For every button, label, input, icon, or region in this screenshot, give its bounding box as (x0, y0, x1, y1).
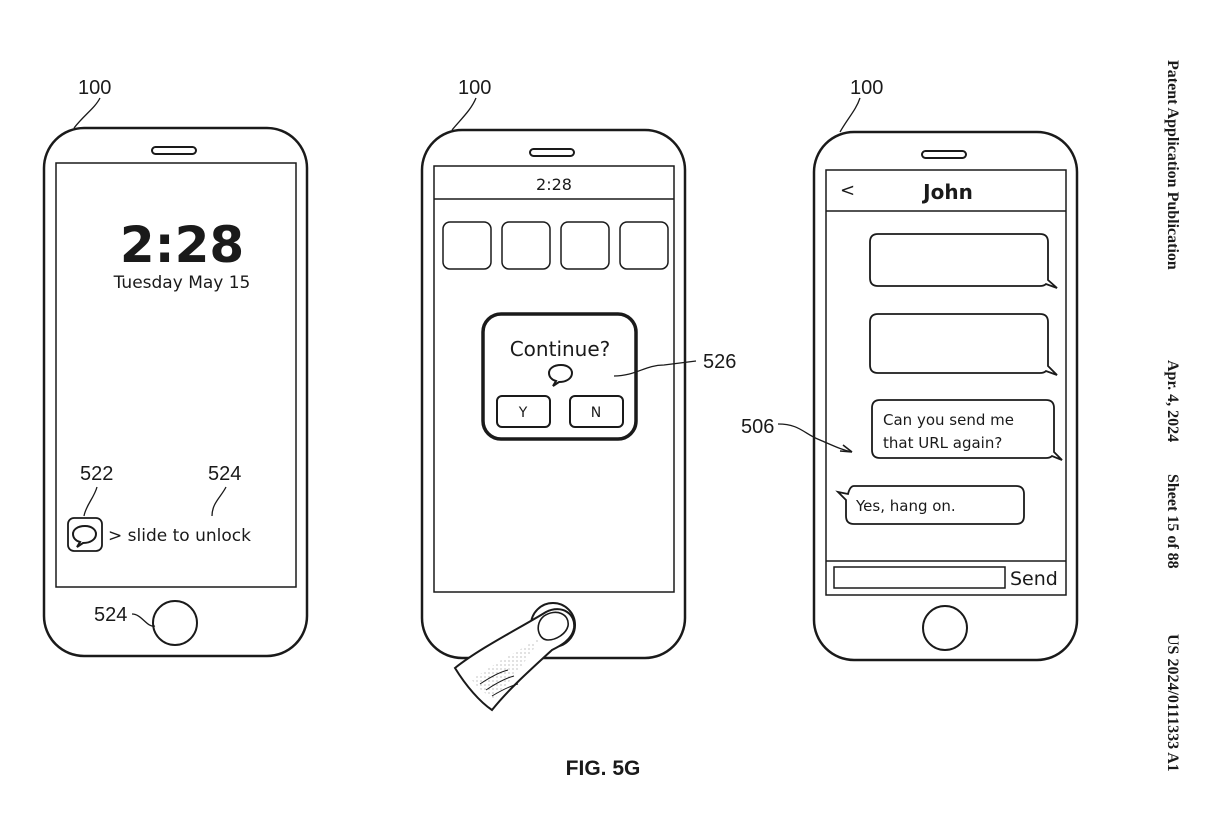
lock-time: 2:28 (120, 216, 244, 274)
yes-button[interactable] (496, 395, 551, 428)
leader-506 (777, 423, 853, 453)
speech-bubble-icon (71, 524, 98, 548)
incoming-line-1: Can you send me (883, 411, 1014, 429)
ref-506: 506 (741, 416, 774, 438)
speaker-slot (529, 148, 575, 157)
leader-526 (613, 360, 697, 377)
speech-bubble-icon (547, 363, 574, 387)
chat-bubble-incoming (871, 399, 1063, 461)
ref-100-phone2: 100 (458, 77, 491, 99)
send-button[interactable]: Send (1010, 568, 1058, 590)
figure-label: FIG. 5G (566, 757, 641, 780)
chat-bubble-reply (835, 485, 1025, 525)
yes-label: Y (518, 405, 528, 421)
leader-524-home (131, 613, 156, 627)
phone-body (812, 130, 1079, 662)
ref-524-slider: 524 (208, 463, 241, 485)
reply-text: Yes, hang on. (855, 497, 956, 515)
speaker-slot (151, 146, 197, 155)
chat-bubble-empty-2 (869, 313, 1058, 376)
header-number: US 2024/0111333 A1 (1164, 634, 1181, 772)
phone-chat (777, 97, 1079, 662)
speaker-slot (921, 150, 967, 159)
phone-continue-dialog (420, 97, 697, 712)
app-tile-2[interactable] (501, 221, 551, 270)
header-publication: Patent Application Publication (1164, 60, 1181, 270)
app-tile-4[interactable] (619, 221, 669, 270)
message-notification-icon[interactable] (67, 517, 103, 552)
slide-to-unlock[interactable]: > slide to unlock (108, 526, 251, 546)
phone-lock-screen (42, 97, 309, 658)
phone-body (420, 128, 687, 660)
incoming-line-2: that URL again? (883, 434, 1002, 452)
patent-header: Patent Application Publication Apr. 4, 2… (1164, 60, 1181, 772)
phone-body (42, 126, 309, 658)
leader-100-b (451, 97, 477, 131)
contact-name: John (921, 180, 973, 204)
phone-screen (825, 169, 1067, 596)
home-button[interactable] (922, 605, 968, 651)
back-button[interactable]: < (840, 180, 855, 201)
ref-100-phone1: 100 (78, 77, 111, 99)
no-label: N (591, 405, 601, 421)
lock-date: Tuesday May 15 (113, 273, 251, 293)
phone-screen (433, 165, 675, 593)
leader-100-a (73, 97, 101, 129)
header-date: Apr. 4, 2024 (1164, 360, 1181, 442)
leader-100-c (839, 97, 861, 133)
ref-100-phone3: 100 (850, 77, 883, 99)
finger-pressing-home-button (453, 608, 576, 712)
leader-524-top (211, 486, 227, 517)
dialog-question: Continue? (510, 337, 611, 361)
phone-screen (55, 162, 297, 588)
leader-522 (83, 486, 98, 517)
no-button[interactable] (569, 395, 624, 428)
app-tile-1[interactable] (442, 221, 492, 270)
chat-bubble-empty-1 (869, 233, 1058, 289)
app-tile-3[interactable] (560, 221, 610, 270)
ref-522: 522 (80, 463, 113, 485)
fingernail (537, 611, 569, 641)
status-time: 2:28 (536, 175, 572, 194)
ref-524-home: 524 (94, 604, 127, 626)
header-sheet: Sheet 15 of 88 (1164, 474, 1181, 569)
ref-526: 526 (703, 351, 736, 373)
leader-506-arrowhead (839, 444, 853, 453)
continue-dialog (481, 312, 638, 441)
home-button[interactable] (152, 600, 198, 646)
message-input[interactable] (833, 566, 1006, 589)
